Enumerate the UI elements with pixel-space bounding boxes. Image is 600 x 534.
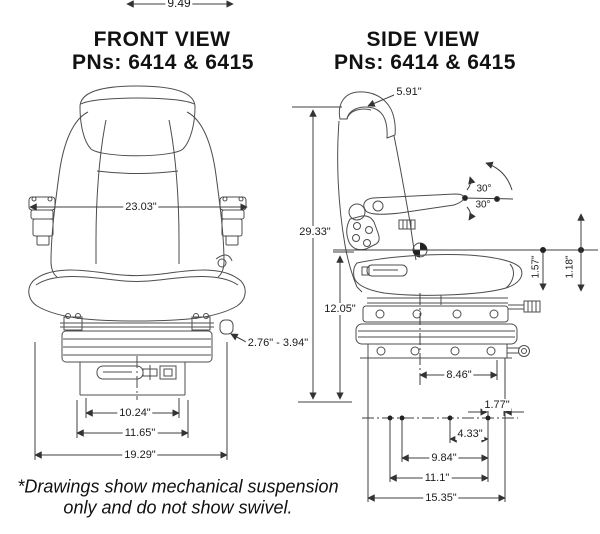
dim-mount-width-inner: 10.24" bbox=[117, 407, 153, 419]
front-backrest bbox=[50, 111, 225, 278]
side-backrest bbox=[337, 120, 417, 293]
dim-base-height: 12.05" bbox=[322, 303, 358, 315]
front-switch bbox=[159, 365, 177, 380]
front-headrest bbox=[79, 85, 196, 157]
side-suspension bbox=[355, 295, 541, 359]
dim-rail-offset: 8.46" bbox=[444, 369, 474, 381]
dim-armrest-angle-down: 30° bbox=[474, 199, 492, 211]
front-base bbox=[79, 356, 186, 400]
dim-mount-width-outer: 11.65" bbox=[122, 427, 158, 439]
dim-overall-height: 29.33" bbox=[297, 226, 333, 238]
dim-headrest-width: 9.49 bbox=[165, 0, 193, 10]
side-view-title: SIDE VIEW bbox=[366, 28, 480, 51]
dim-headrest-depth: 5.91" bbox=[394, 86, 424, 98]
dim-stud-spacing-b: 9.84" bbox=[429, 452, 459, 464]
dim-knob-range: 2.76" - 3.94" bbox=[245, 337, 311, 349]
front-cushion bbox=[28, 269, 246, 322]
front-armrest-left bbox=[28, 196, 56, 246]
front-armrest-right bbox=[219, 196, 247, 246]
side-headrest bbox=[338, 91, 396, 139]
dim-adjust-upper: 1.57" bbox=[530, 253, 542, 281]
side-view-drawing bbox=[337, 91, 541, 359]
front-view-title: FRONT VIEW bbox=[93, 28, 231, 51]
front-lumbar-lever bbox=[215, 254, 233, 268]
dim-armrest-angle-up: 30° bbox=[475, 183, 493, 195]
footnote-line-1: *Drawings show mechanical suspension bbox=[17, 476, 339, 497]
dim-adjust-total: 1.18" bbox=[564, 253, 576, 281]
dim-overall-width: 19.29" bbox=[122, 449, 158, 461]
armrest-angle-annotation bbox=[462, 161, 514, 221]
side-view-subtitle: PNs: 6414 & 6415 bbox=[334, 51, 516, 74]
front-adjust-knob bbox=[219, 319, 234, 335]
footnote-line-2: only and do not show swivel. bbox=[63, 497, 293, 518]
dim-stud-spacing-c: 11.1" bbox=[422, 472, 452, 484]
side-lever bbox=[366, 264, 408, 277]
side-base-knob bbox=[518, 345, 530, 357]
dim-stud-offset: 1.77" bbox=[482, 399, 512, 411]
side-armrest bbox=[346, 193, 465, 251]
front-view-drawing bbox=[28, 85, 247, 400]
dim-seat-width: 23.03" bbox=[123, 201, 159, 213]
dim-base-length: 15.35" bbox=[423, 492, 459, 504]
dim-stud-spacing-a: 4.33" bbox=[455, 428, 485, 440]
front-view-subtitle: PNs: 6414 & 6415 bbox=[72, 51, 254, 74]
side-cushion bbox=[353, 253, 523, 296]
